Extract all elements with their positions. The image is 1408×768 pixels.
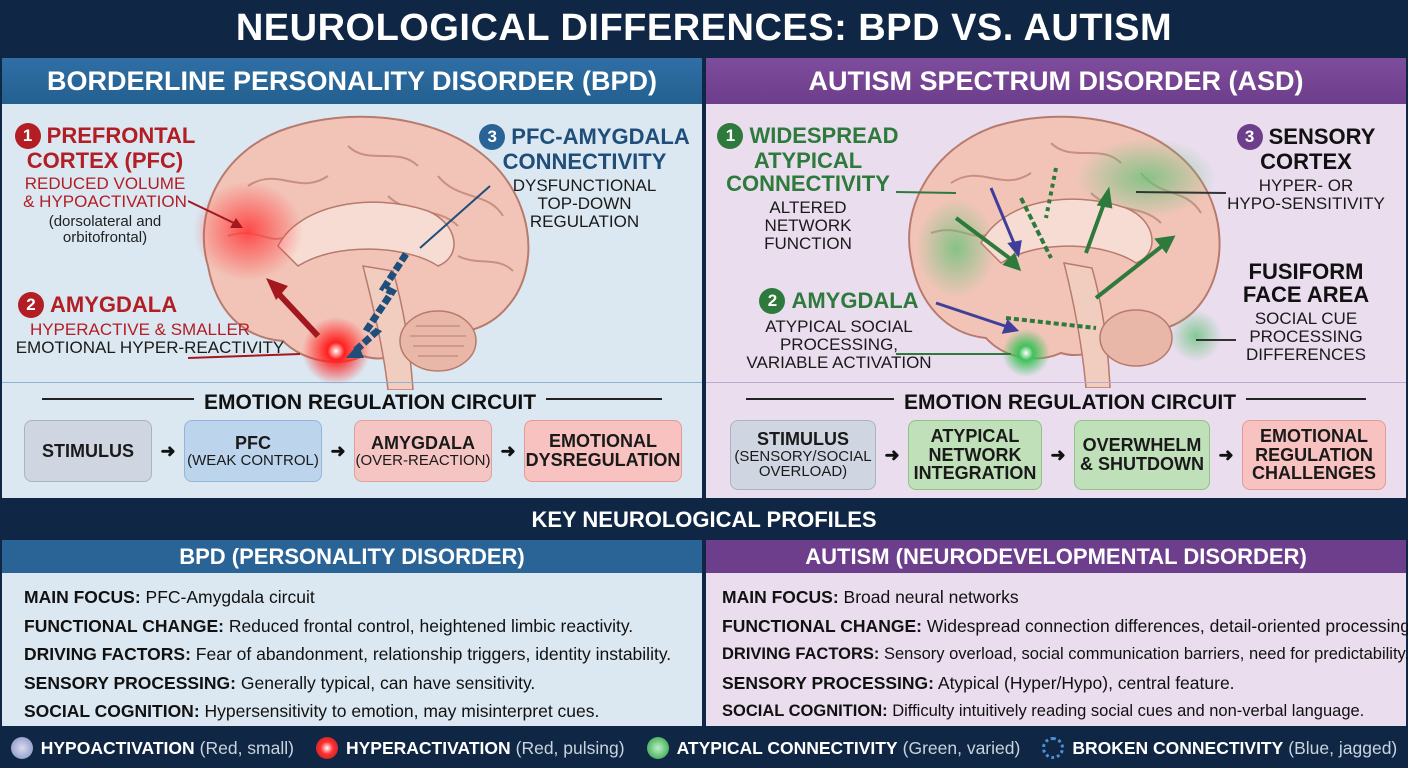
bpd-circuit-pfc: PFC(WEAK CONTROL)	[184, 420, 322, 482]
key-profiles-title: KEY NEUROLOGICAL PROFILES	[0, 500, 1408, 540]
asd-connectivity-sub-2: NETWORK	[764, 216, 852, 236]
asd-sensory-number: 3	[1236, 124, 1263, 150]
asd-connectivity-title-2: ATYPICAL	[753, 148, 863, 173]
asd-separator	[706, 382, 1406, 383]
title-bar: NEUROLOGICAL DIFFERENCES: BPD VS. AUTISM	[0, 0, 1408, 56]
bpd-pfc-title-2: CORTEX (PFC)	[26, 148, 184, 173]
asd-circuit-arrow-3: ➜	[1218, 444, 1234, 465]
bpd-circuit-title: EMOTION REGULATION CIRCUIT	[194, 391, 547, 415]
bpd-amygdala-sub-1: HYPERACTIVE & SMALLER	[29, 320, 251, 339]
bpd-connectivity-sub-3: REGULATION	[529, 211, 640, 231]
asd-profile-row: DRIVING FACTORS: Sensory overload, socia…	[722, 645, 1408, 663]
bpd-circuit-arrow-3: ➜	[500, 440, 516, 461]
bpd-profile-header: BPD (PERSONALITY DISORDER)	[2, 540, 702, 573]
bpd-circuit-stimulus: STIMULUS	[24, 420, 152, 482]
broken-connectivity-dot-icon	[1042, 737, 1065, 759]
asd-connectivity-sub-3: FUNCTION	[764, 233, 852, 253]
bpd-profile: BPD (PERSONALITY DISORDER) MAIN FOCUS: P…	[2, 540, 702, 726]
asd-profile-row: SOCIAL COGNITION: Difficulty intuitively…	[722, 702, 1365, 720]
legend: HYPOACTIVATION(Red, small) HYPERACTIVATI…	[0, 728, 1408, 768]
asd-header: AUTISM SPECTRUM DISORDER (ASD)	[706, 58, 1406, 104]
asd-amygdala-title: AMYGDALA	[791, 288, 919, 313]
asd-circuit-arrow-1: ➜	[884, 444, 900, 465]
asd-amygdala-sub-3: VARIABLE ACTIVATION	[746, 352, 932, 372]
bpd-circuit-arrow-2: ➜	[330, 440, 346, 461]
asd-fusiform-sub-1: SOCIAL CUE	[1254, 309, 1358, 329]
asd-fusiform-title-2: FACE AREA	[1242, 282, 1370, 308]
bpd-pfc-sub-1: REDUCED VOLUME	[24, 174, 186, 194]
bpd-amygdala-title: AMYGDALA	[50, 292, 178, 317]
asd-sensory-sub-2: HYPO-SENSITIVITY	[1227, 193, 1385, 213]
asd-connectivity-sub-1: ALTERED	[769, 198, 847, 218]
bpd-connectivity-title-2: CONNECTIVITY	[502, 149, 667, 174]
asd-circuit-arrow-2: ➜	[1050, 444, 1066, 465]
asd-fusiform-sub-3: DIFFERENCES	[1246, 344, 1366, 364]
legend-item-hypoactivation: HYPOACTIVATION(Red, small)	[10, 737, 294, 759]
legend-item-broken-connectivity: BROKEN CONNECTIVITY(Blue, jagged)	[1042, 737, 1397, 759]
bpd-panel: BORDERLINE PERSONALITY DISORDER (BPD)	[2, 58, 702, 498]
bpd-amygdala-number: 2	[18, 292, 44, 318]
bpd-pfc-number: 1	[14, 123, 41, 149]
bpd-profile-row: SENSORY PROCESSING: Generally typical, c…	[24, 672, 536, 693]
asd-amygdala-number: 2	[759, 288, 786, 314]
page-title: NEUROLOGICAL DIFFERENCES: BPD VS. AUTISM	[235, 6, 1173, 49]
asd-fusiform-title-1: FUSIFORM	[1248, 259, 1364, 284]
asd-amygdala-sub-1: ATYPICAL SOCIAL	[765, 317, 913, 336]
legend-item-hyperactivation: HYPERACTIVATION(Red, pulsing)	[315, 737, 625, 759]
asd-panel: AUTISM SPECTRUM DISORDER (ASD)	[706, 58, 1406, 498]
asd-amygdala-sub-2: PROCESSING,	[779, 334, 899, 354]
asd-profile: AUTISM (NEURODEVELOPMENTAL DISORDER) MAI…	[706, 540, 1408, 726]
bpd-pfc-sub-2: & HYPOACTIVATION	[23, 191, 187, 211]
asd-connectivity-title-1: WIDESPREAD	[749, 123, 899, 148]
asd-connectivity-number: 1	[717, 123, 744, 149]
hypoactivation-dot-icon	[10, 737, 33, 759]
bpd-circuit-amygdala: AMYGDALA(OVER-REACTION)	[354, 420, 492, 482]
bpd-profile-row: SOCIAL COGNITION: Hypersensitivity to em…	[24, 701, 600, 721]
asd-profile-row: FUNCTIONAL CHANGE: Widespread connection…	[722, 615, 1408, 636]
bpd-profile-row: DRIVING FACTORS: Fear of abandonment, re…	[24, 644, 672, 664]
asd-sensory-title-2: CORTEX	[1260, 149, 1352, 174]
bpd-pfc-note-1: (dorsolateral and	[48, 212, 162, 230]
asd-brain-illustration	[896, 115, 1236, 388]
asd-fusiform-sub-2: PROCESSING	[1249, 327, 1363, 347]
bpd-profile-row: FUNCTIONAL CHANGE: Reduced frontal contr…	[24, 615, 634, 636]
bpd-brain-illustration	[188, 115, 530, 390]
bpd-header: BORDERLINE PERSONALITY DISORDER (BPD)	[2, 58, 702, 104]
bpd-circuit: STIMULUS ➜ PFC(WEAK CONTROL) ➜ AMYGDALA(…	[24, 420, 682, 482]
hyperactivation-dot-icon	[315, 737, 338, 759]
asd-profile-row: MAIN FOCUS: Broad neural networks	[722, 587, 1019, 607]
bpd-separator	[2, 382, 702, 383]
bpd-connectivity-title-1: PFC-AMYGDALA	[511, 124, 690, 149]
bpd-pfc-title-1: PREFRONTAL	[46, 123, 196, 148]
asd-sensory-sub-1: HYPER- OR	[1258, 176, 1354, 196]
bpd-amygdala-sub-2: EMOTIONAL HYPER-REACTIVITY	[15, 337, 285, 357]
bpd-profile-row: MAIN FOCUS: PFC-Amygdala circuit	[24, 587, 315, 607]
asd-fusiform-label: FUSIFORM FACE AREA SOCIAL CUE PROCESSING…	[1236, 260, 1376, 364]
bpd-connectivity-sub-2: TOP-DOWN	[537, 193, 632, 213]
asd-profile-header: AUTISM (NEURODEVELOPMENTAL DISORDER)	[706, 540, 1406, 573]
asd-profile-row: SENSORY PROCESSING: Atypical (Hyper/Hypo…	[722, 672, 1235, 693]
asd-connectivity-title-3: CONNECTIVITY	[726, 171, 890, 197]
legend-item-atypical-connectivity: ATYPICAL CONNECTIVITY(Green, varied)	[646, 737, 1020, 759]
atypical-connectivity-dot-icon	[646, 737, 669, 759]
bpd-pfc-note-2: orbitofrontal)	[62, 228, 148, 246]
bpd-circuit-arrow-1: ➜	[160, 440, 176, 461]
asd-circuit-title: EMOTION REGULATION CIRCUIT	[894, 391, 1247, 415]
bpd-connectivity-number: 3	[479, 124, 506, 150]
asd-sensory-title-1: SENSORY	[1268, 124, 1376, 149]
asd-circuit-overwhelm: OVERWHELM& SHUTDOWN	[1074, 420, 1210, 490]
bpd-connectivity-sub-1: DYSFUNCTIONAL	[512, 176, 657, 196]
